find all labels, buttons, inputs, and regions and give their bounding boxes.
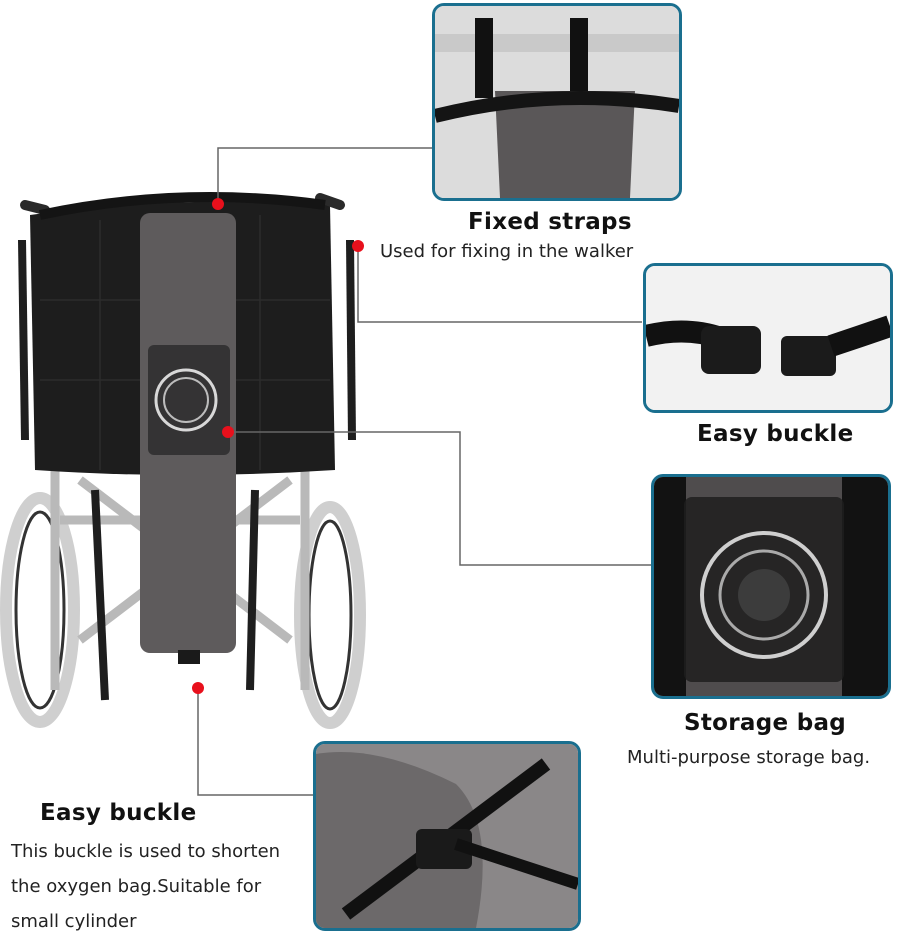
description-line: the oxygen bag.Suitable for — [11, 876, 262, 897]
easy-buckle-title: Easy buckle — [697, 421, 854, 447]
left-wheel — [0, 492, 80, 728]
storage-bag-image — [651, 474, 891, 699]
fixed-straps-title: Fixed straps — [468, 209, 632, 235]
straps-illustration — [435, 6, 679, 198]
oxygen-bag — [140, 213, 236, 664]
storage-bag-description: Multi-purpose storage bag. — [627, 747, 871, 768]
fixed-straps-image — [432, 3, 682, 201]
callout-lines — [197, 147, 652, 796]
description-line: small cylinder — [11, 911, 137, 932]
easy-buckle-image — [643, 263, 893, 413]
easy-buckle-bottom-title: Easy buckle — [40, 800, 197, 826]
marker-dots — [192, 198, 364, 694]
description-line: This buckle is used to shorten — [11, 841, 281, 862]
fixed-straps-description: Used for fixing in the walker — [380, 241, 634, 262]
bottom-buckle-illustration — [316, 744, 578, 928]
easy-buckle-bottom-description: This buckle is used to shorten the oxyge… — [11, 834, 311, 939]
buckle-illustration — [646, 266, 890, 410]
storage-bag-title: Storage bag — [684, 710, 847, 736]
bottom-buckle-image — [313, 741, 581, 931]
storage-bag-illustration — [654, 477, 888, 696]
